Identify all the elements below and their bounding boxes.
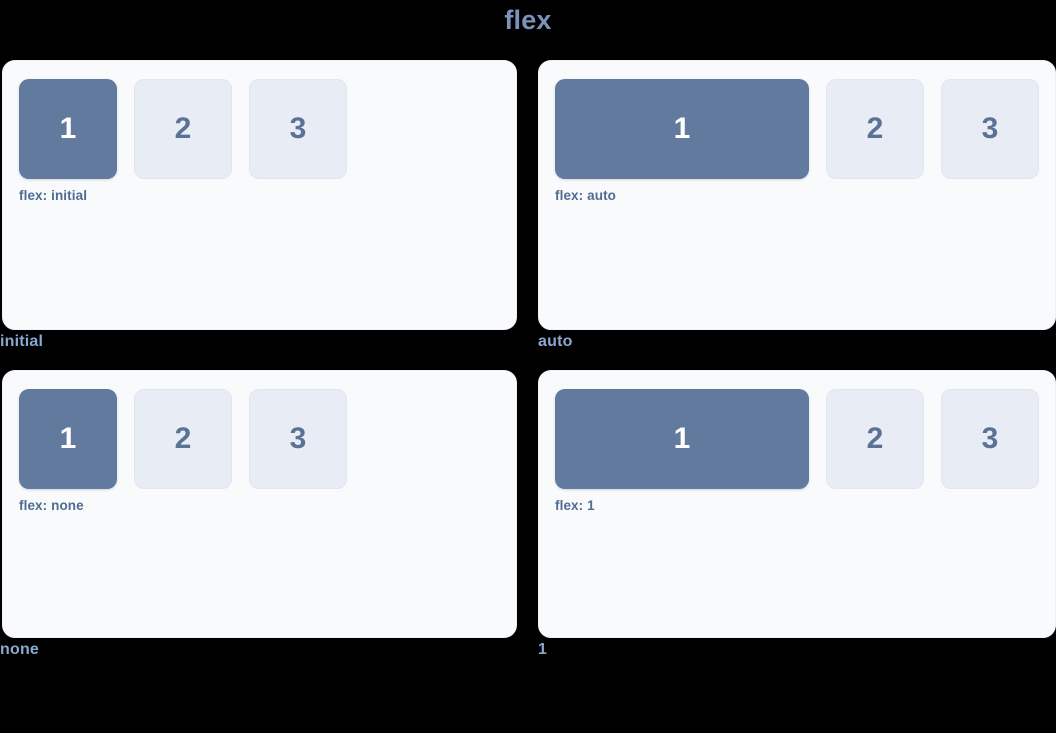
flex-container-initial: 1 2 3: [19, 79, 500, 179]
flex-box-label: 3: [981, 422, 999, 455]
demo-auto: 1 2 3 flex: auto auto: [538, 60, 1056, 354]
demo-one: 1 2 3 flex: 1 1: [538, 370, 1056, 662]
flex-box-2[interactable]: 2: [134, 389, 232, 489]
flex-value-label: flex: initial: [19, 188, 88, 203]
flex-box-3[interactable]: 3: [249, 389, 347, 489]
flex-box-1[interactable]: 1: [555, 79, 809, 179]
demo-caption-one: 1: [538, 641, 548, 658]
flex-container-one: 1 2 3: [555, 389, 1039, 489]
flex-box-label: 1: [673, 112, 691, 145]
demo-caption-initial: initial: [0, 333, 44, 350]
flex-box-label: 1: [59, 422, 77, 455]
flex-box-2[interactable]: 2: [134, 79, 232, 179]
flex-box-3[interactable]: 3: [249, 79, 347, 179]
flex-container-auto: 1 2 3: [555, 79, 1039, 179]
demo-caption-auto: auto: [538, 333, 573, 350]
flex-value-label: flex: 1: [555, 498, 595, 513]
flex-box-label: 3: [981, 112, 999, 145]
flex-box-label: 1: [59, 112, 77, 145]
flex-value-label: flex: auto: [555, 188, 617, 203]
demo-card-initial: 1 2 3 flex: initial: [2, 60, 517, 330]
flex-box-label: 2: [174, 112, 192, 145]
demo-none: 1 2 3 flex: none none: [0, 370, 517, 662]
demo-initial: 1 2 3 flex: initial initial: [0, 60, 517, 354]
flex-box-label: 1: [673, 422, 691, 455]
flex-box-1[interactable]: 1: [555, 389, 809, 489]
flex-demo-grid: 1 2 3 flex: initial initial 1 2: [0, 60, 1056, 662]
demo-card-auto: 1 2 3 flex: auto: [538, 60, 1056, 330]
flex-box-2[interactable]: 2: [826, 79, 924, 179]
flex-box-1[interactable]: 1: [19, 79, 117, 179]
demo-card-none: 1 2 3 flex: none: [2, 370, 517, 638]
page-title: flex: [504, 5, 552, 35]
flex-box-3[interactable]: 3: [941, 389, 1039, 489]
demo-caption-none: none: [0, 641, 40, 658]
flex-box-3[interactable]: 3: [941, 79, 1039, 179]
flex-box-label: 2: [174, 422, 192, 455]
flex-box-1[interactable]: 1: [19, 389, 117, 489]
flex-container-none: 1 2 3: [19, 389, 500, 489]
flex-value-label: flex: none: [19, 498, 84, 513]
flex-box-2[interactable]: 2: [826, 389, 924, 489]
flex-box-label: 2: [866, 112, 884, 145]
flex-box-label: 3: [289, 112, 307, 145]
flex-box-label: 3: [289, 422, 307, 455]
flex-box-label: 2: [866, 422, 884, 455]
demo-card-one: 1 2 3 flex: 1: [538, 370, 1056, 638]
